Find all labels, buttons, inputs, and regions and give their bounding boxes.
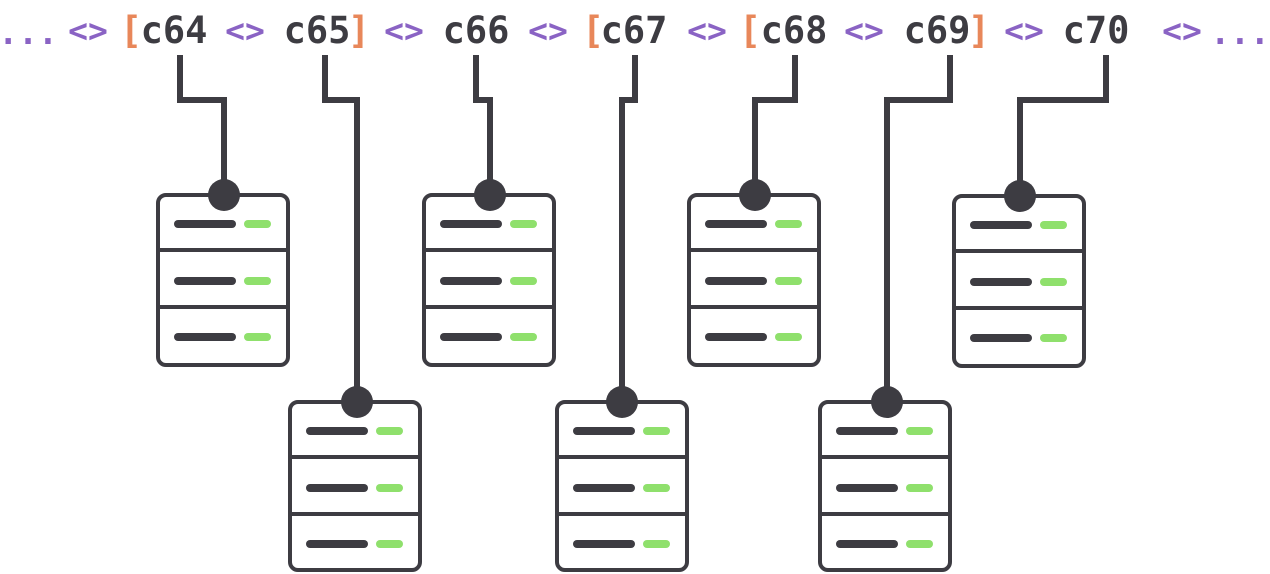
ring-separator: <> bbox=[225, 11, 265, 50]
connector-c65 bbox=[322, 55, 360, 398]
connector-dot bbox=[606, 386, 638, 418]
server-c66 bbox=[422, 179, 556, 367]
ring-separator: <> bbox=[1004, 11, 1044, 50]
ring-separator: <> bbox=[1162, 11, 1202, 50]
server-c68 bbox=[687, 179, 821, 367]
node-label-c70: c70 bbox=[1063, 9, 1130, 52]
ring-separator: <> bbox=[68, 11, 108, 50]
connector-c66 bbox=[473, 55, 493, 190]
connector-dot bbox=[739, 179, 771, 211]
bracket-close-c69: ] bbox=[968, 9, 990, 52]
connector-dot bbox=[208, 179, 240, 211]
connector-c67 bbox=[619, 55, 638, 398]
ring-separator: <> bbox=[528, 11, 568, 50]
connector-c70 bbox=[1017, 55, 1109, 190]
connector-dot bbox=[871, 386, 903, 418]
node-label-c67: c67 bbox=[601, 9, 668, 52]
ring-sequence: ... <> [ c64 <> c65 ] <> c66 <> [ c67 <>… bbox=[0, 9, 1270, 52]
ring-ellipsis-start: ... bbox=[0, 13, 58, 52]
node-label-c65: c65 bbox=[284, 9, 351, 52]
connector-c69 bbox=[884, 55, 953, 398]
node-label-c64: c64 bbox=[141, 9, 208, 52]
connector-dot bbox=[341, 386, 373, 418]
server-c70 bbox=[952, 180, 1086, 368]
node-label-c66: c66 bbox=[443, 9, 510, 52]
server-c67 bbox=[555, 386, 689, 572]
node-label-c69: c69 bbox=[904, 9, 971, 52]
bracket-close-c65: ] bbox=[348, 9, 370, 52]
node-label-c68: c68 bbox=[761, 9, 828, 52]
connectors bbox=[177, 55, 1109, 398]
bracket-open-c68: [ bbox=[739, 9, 761, 52]
bracket-open-c64: [ bbox=[120, 9, 142, 52]
ring-separator: <> bbox=[687, 11, 727, 50]
bracket-open-c67: [ bbox=[582, 9, 604, 52]
ring-ellipsis-end: ... bbox=[1210, 13, 1270, 52]
server-c64 bbox=[156, 179, 290, 367]
connector-dot bbox=[474, 179, 506, 211]
server-c69 bbox=[818, 386, 952, 572]
connector-c64 bbox=[177, 55, 227, 190]
connector-dot bbox=[1004, 180, 1036, 212]
connector-c68 bbox=[752, 55, 798, 190]
ring-separator: <> bbox=[844, 11, 884, 50]
ring-separator: <> bbox=[384, 11, 424, 50]
server-c65 bbox=[288, 386, 422, 572]
